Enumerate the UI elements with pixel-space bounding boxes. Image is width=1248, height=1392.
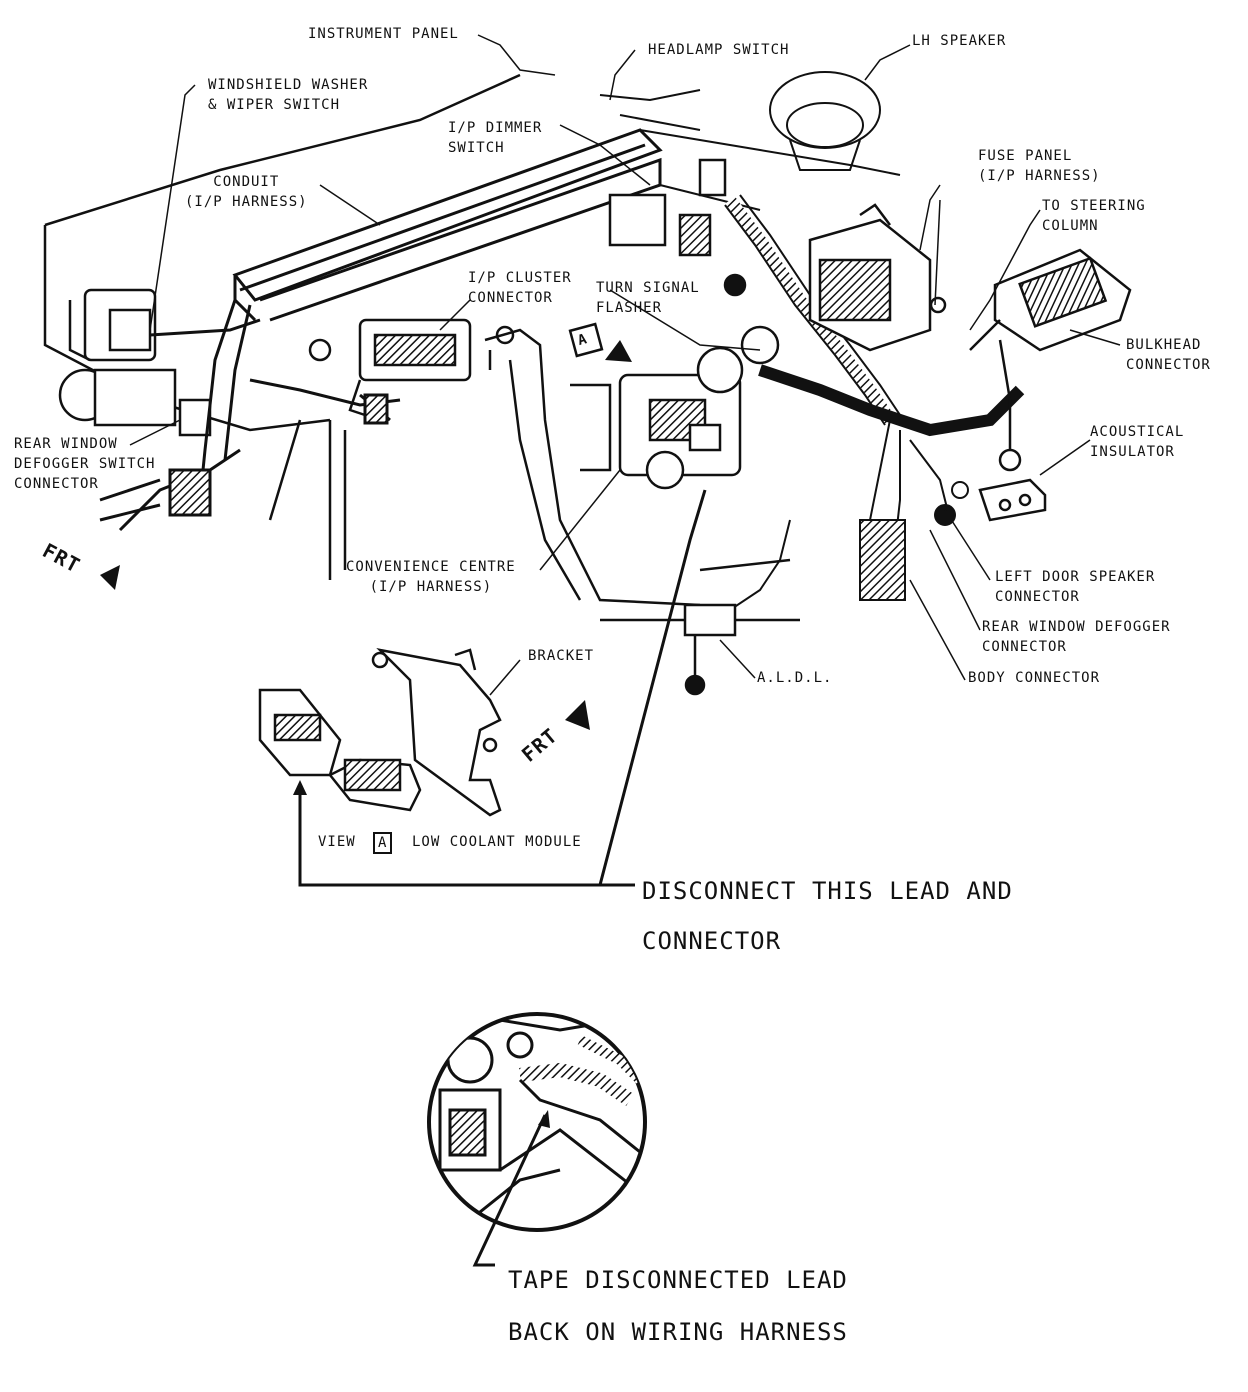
label-tape-instruction: TAPE DISCONNECTED LEAD BACK ON WIRING HA… (508, 1266, 848, 1346)
dash-support-bracket (484, 328, 800, 622)
label-conduit: CONDUIT (I/P HARNESS) (185, 174, 308, 210)
label-disconnect-instruction: DISCONNECT THIS LEAD AND CONNECTOR (642, 877, 1013, 955)
label-bracket: BRACKET (528, 648, 595, 664)
aldl-shape (683, 603, 737, 696)
label-turn-signal-flasher: TURN SIGNAL FLASHER (596, 280, 700, 316)
frt-arrow-main (100, 565, 120, 590)
ip-cluster-connector-shape (308, 318, 515, 422)
label-to-steering-column: TO STEERING COLUMN (1042, 198, 1146, 234)
label-convenience-centre: CONVENIENCE CENTRE (I/P HARNESS) (346, 559, 516, 595)
label-lh-speaker: LH SPEAKER (912, 33, 1007, 49)
label-instrument-panel: INSTRUMENT PANEL (308, 26, 459, 42)
lh-speaker-shape (769, 71, 881, 171)
tape-leader-arrow (538, 1110, 550, 1128)
magnified-view (427, 1012, 647, 1232)
main-harness-outline (699, 194, 969, 621)
frt-arrow-view (565, 700, 590, 730)
headlamp-switch-shape (608, 158, 747, 297)
view-a-module (258, 688, 422, 812)
acoustical-insulator-shape (978, 478, 1047, 522)
view-a-bracket (371, 648, 502, 817)
label-rear-window-defogger: REAR WINDOW DEFOGGER CONNECTOR (982, 619, 1171, 655)
label-acoustical-insulator: ACOUSTICAL INSULATOR (1090, 424, 1185, 460)
disconnect-leader (298, 489, 707, 887)
label-view: VIEW (318, 834, 356, 850)
windshield-washer-switch-shape (68, 288, 157, 362)
label-windshield-washer: WINDSHIELD WASHER & WIPER SWITCH (208, 77, 369, 113)
conduit-tube (232, 128, 663, 322)
label-headlamp-switch: HEADLAMP SWITCH (648, 42, 790, 58)
label-rear-window-defogger-switch: REAR WINDOW DEFOGGER SWITCH CONNECTOR (14, 436, 156, 492)
label-fuse-panel: FUSE PANEL (I/P HARNESS) (978, 148, 1101, 184)
rear-defogger-switch-shape (58, 368, 212, 437)
label-body-connector: BODY CONNECTOR (968, 670, 1101, 686)
convenience-centre-shape (618, 325, 780, 490)
label-left-door-speaker: LEFT DOOR SPEAKER CONNECTOR (995, 569, 1156, 605)
view-a-callout-box (568, 322, 632, 362)
label-low-coolant-module: LOW COOLANT MODULE (412, 834, 582, 850)
tape-leader (472, 1114, 547, 1267)
left-wiring-harness (99, 299, 261, 532)
cluster-harness (249, 378, 401, 425)
upper-dash-lines (599, 89, 901, 211)
label-leaders (129, 34, 1121, 696)
fuse-panel-shape (808, 203, 947, 352)
leader-arrow-up (293, 780, 307, 795)
label-bulkhead-connector: BULKHEAD CONNECTOR (1126, 337, 1211, 373)
label-ip-cluster-connector: I/P CLUSTER CONNECTOR (468, 270, 572, 306)
label-view-letter: A (373, 832, 393, 854)
bulkhead-connector-shape (969, 248, 1132, 472)
label-ip-dimmer-switch: I/P DIMMER SWITCH (448, 120, 543, 156)
label-aldl: A.L.D.L. (757, 670, 833, 686)
